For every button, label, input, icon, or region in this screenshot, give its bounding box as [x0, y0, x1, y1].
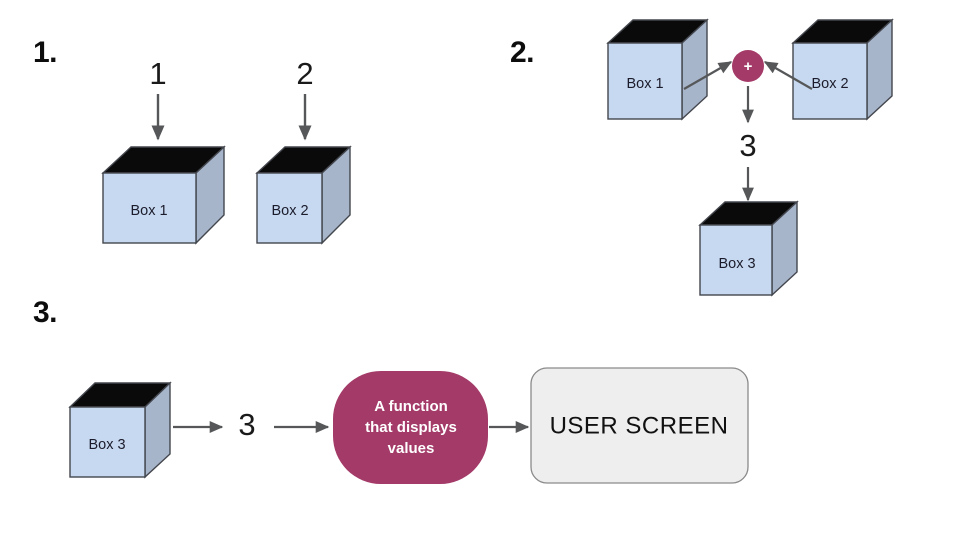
step-1-number: 1.	[33, 36, 57, 69]
function-node-shape	[333, 371, 488, 484]
step1-input-value-1: 1	[149, 56, 166, 91]
cube-box-2-step2[interactable]: Box 2	[791, 18, 894, 121]
cube-box-2-step1[interactable]: Box 2	[255, 145, 352, 245]
cube-box-1-step1[interactable]: Box 1	[101, 145, 226, 245]
function-node-line-3: values	[388, 440, 435, 457]
user-screen-node[interactable]: USER SCREEN	[530, 367, 749, 484]
plus-icon: +	[744, 58, 753, 75]
section-step-3: 3. Box 3 3 A function that displays valu…	[33, 296, 749, 484]
step2-result-value: 3	[739, 128, 756, 163]
plus-operator-node[interactable]: +	[732, 50, 764, 82]
step1-input-value-2: 2	[296, 56, 313, 91]
cube-front-face	[69, 406, 146, 478]
cube-label: Box 2	[271, 203, 308, 219]
cube-front-face	[256, 172, 323, 244]
cube-label: Box 1	[626, 76, 663, 92]
arrow-box1-to-plus	[683, 61, 733, 90]
function-node-line-1: A function	[374, 398, 448, 415]
plus-circle	[732, 50, 764, 82]
cube-front-face	[792, 42, 868, 120]
cube-box-1-step2[interactable]: Box 1	[606, 18, 709, 121]
cube-label: Box 2	[811, 76, 848, 92]
function-node-line-2: that displays	[365, 419, 457, 436]
function-node[interactable]: A function that displays values	[333, 371, 488, 484]
cube-front-face	[607, 42, 683, 120]
section-step-1: 1. 1 2 Box 1 Box 2	[33, 36, 352, 245]
arrow-box2-to-plus	[763, 61, 813, 90]
cube-front-face	[699, 224, 773, 296]
cube-label: Box 1	[130, 203, 167, 219]
user-screen-shape	[530, 367, 749, 484]
cube-label: Box 3	[88, 437, 125, 453]
section-step-2: 2. Box 1 Box 2 +	[510, 18, 894, 297]
user-screen-label: USER SCREEN	[550, 412, 729, 439]
cube-label: Box 3	[718, 256, 755, 272]
cube-box-3-step2[interactable]: Box 3	[698, 200, 799, 297]
step-3-number: 3.	[33, 296, 57, 329]
cube-box-3-step3[interactable]: Box 3	[68, 381, 172, 479]
step3-value: 3	[238, 407, 255, 442]
step-2-number: 2.	[510, 36, 534, 69]
cube-front-face	[102, 172, 197, 244]
